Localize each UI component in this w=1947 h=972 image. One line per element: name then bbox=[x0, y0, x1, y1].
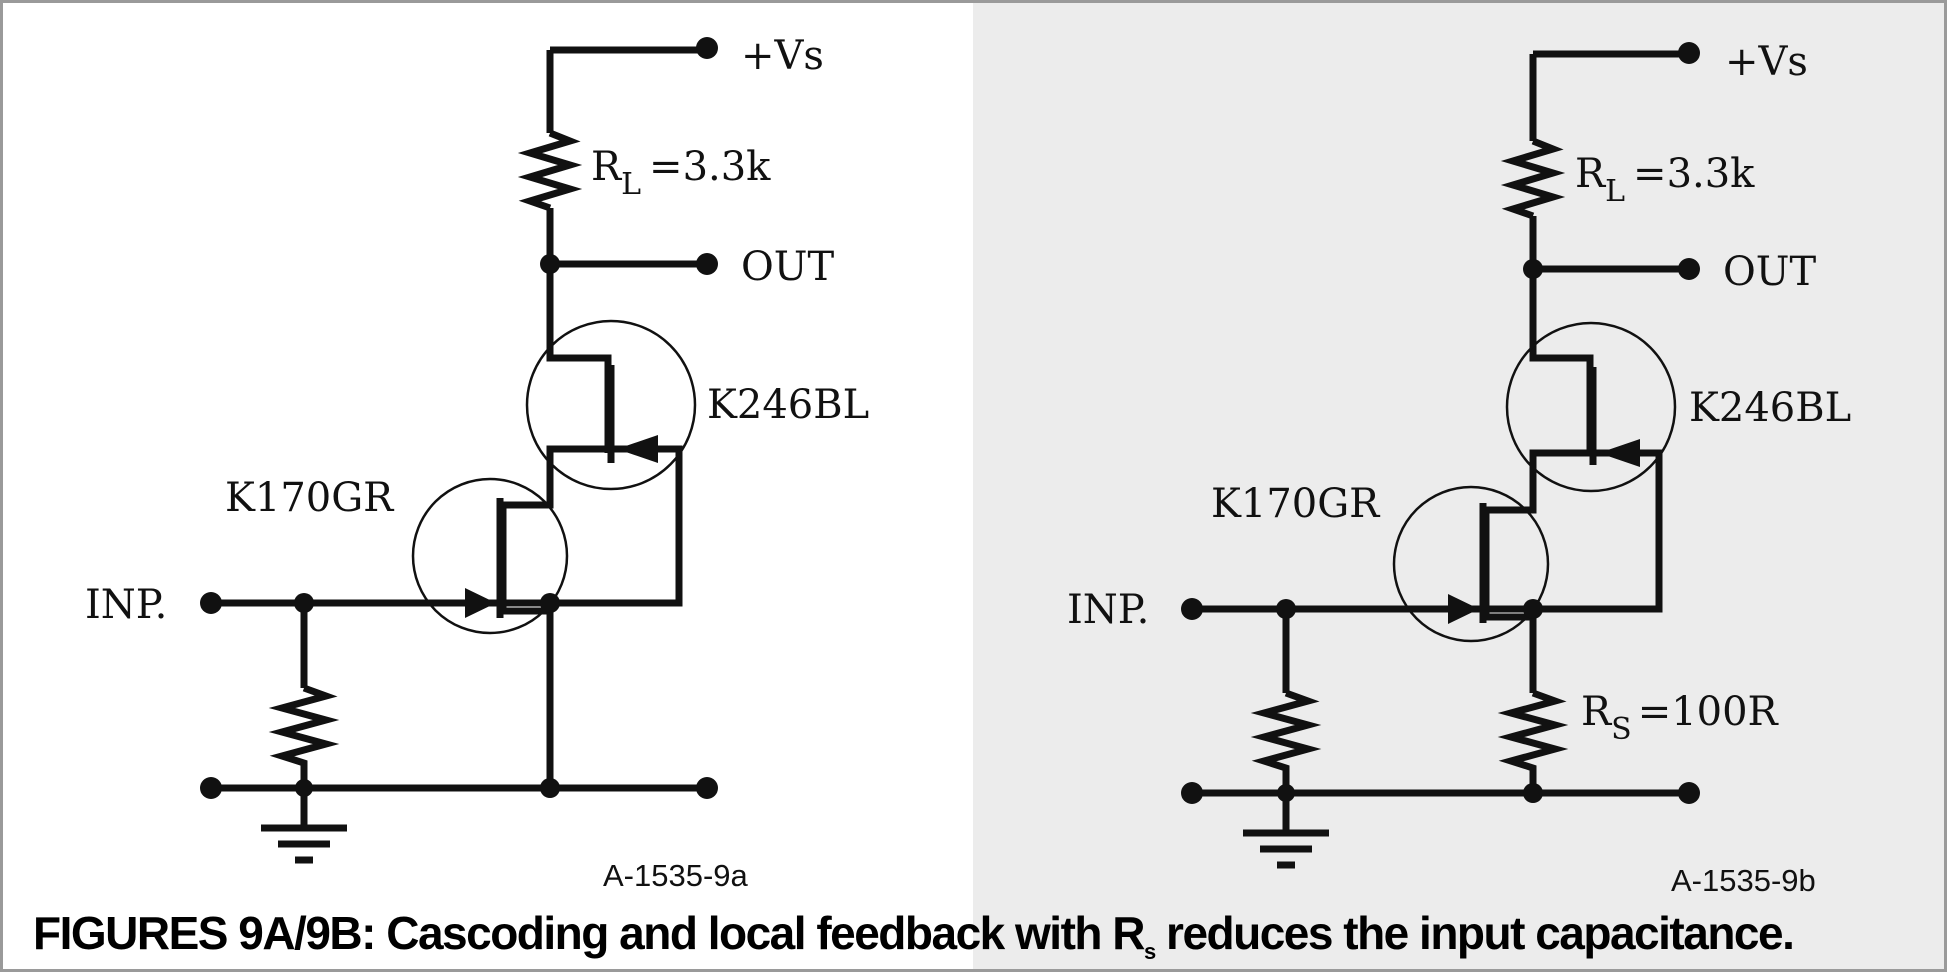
k246bl-gate-arrow-9a bbox=[617, 435, 658, 463]
k246bl-label-9a: K246BL bbox=[707, 382, 869, 428]
k246bl-source-loop-9b bbox=[1529, 449, 1663, 613]
input-terminal-9b bbox=[1181, 598, 1203, 620]
ground-right-terminal-9b bbox=[1678, 782, 1700, 804]
gate-resistor-9a bbox=[268, 684, 340, 788]
schematic-9a: +Vs RL=3.3k OUT K246BL K170GR INP. A-153… bbox=[85, 33, 869, 893]
output-terminal-9b bbox=[1678, 258, 1700, 280]
ground-junction-right-9b bbox=[1523, 783, 1543, 803]
ground-left-terminal-9b bbox=[1181, 782, 1203, 804]
figure-code-9b: A-1535-9b bbox=[1671, 863, 1816, 898]
gate-resistor-9b bbox=[1250, 689, 1322, 793]
figure-caption: FIGURES 9A/9B: Cascoding and local feedb… bbox=[33, 907, 1793, 964]
k170gr-label-9b: K170GR bbox=[1211, 481, 1381, 527]
input-label-9b: INP. bbox=[1067, 587, 1149, 633]
k246bl-gate-arrow-9b bbox=[1599, 439, 1640, 467]
output-terminal-9a bbox=[696, 253, 718, 275]
k246bl-source-loop-9a bbox=[546, 445, 683, 607]
load-resistor-9b bbox=[1500, 137, 1566, 220]
k246bl-label-9b: K246BL bbox=[1689, 385, 1851, 431]
output-junction-9b bbox=[1523, 259, 1543, 279]
ground-icon bbox=[1243, 829, 1329, 869]
input-label-9a: INP. bbox=[85, 582, 167, 628]
ground-left-terminal-9a bbox=[200, 777, 222, 799]
ground-junction-right-9a bbox=[540, 778, 560, 798]
supply-terminal-9b bbox=[1678, 42, 1700, 64]
k246bl-body-9a bbox=[525, 319, 697, 491]
ground-right-terminal-9a bbox=[696, 777, 718, 799]
k246bl-drain-9b bbox=[1529, 354, 1594, 455]
figure-9b-background bbox=[973, 3, 1944, 969]
load-resistor-label-9b: RL=3.3k bbox=[1575, 151, 1755, 209]
output-junction-9a bbox=[540, 254, 560, 274]
output-label-9a: OUT bbox=[741, 244, 835, 290]
source-junction-9a bbox=[540, 593, 560, 613]
source-resistor-label-9b: RS=100R bbox=[1581, 689, 1780, 747]
ground-icon bbox=[261, 824, 347, 864]
k246bl-body-9b bbox=[1505, 321, 1677, 493]
k170gr-body-9a bbox=[411, 477, 569, 635]
input-terminal-9a bbox=[200, 592, 222, 614]
source-resistor-9b bbox=[1497, 689, 1569, 793]
k170gr-drain-source-9a bbox=[499, 501, 554, 788]
k170gr-drain-source-9b bbox=[1482, 506, 1537, 693]
schematic-canvas: +Vs RL=3.3k OUT K246BL K170GR INP. A-153… bbox=[33, 33, 1851, 964]
k170gr-label-9a: K170GR bbox=[225, 475, 395, 521]
k170gr-gate-arrow-9a bbox=[465, 588, 496, 618]
k170gr-body-9b bbox=[1392, 485, 1550, 643]
schematic-9b: +Vs RL=3.3k OUT K246BL K170GR INP. RS=10… bbox=[1067, 39, 1851, 898]
supply-terminal-9a bbox=[696, 37, 718, 59]
k170gr-gate-arrow-9b bbox=[1448, 594, 1479, 624]
load-resistor-9a bbox=[517, 129, 583, 212]
supply-label-9b: +Vs bbox=[1725, 39, 1808, 85]
figure-code-9a: A-1535-9a bbox=[603, 858, 749, 893]
source-junction-9b bbox=[1523, 599, 1543, 619]
load-resistor-label-9a: RL=3.3k bbox=[591, 144, 771, 202]
output-label-9b: OUT bbox=[1723, 249, 1817, 295]
supply-label-9a: +Vs bbox=[741, 33, 824, 79]
k246bl-drain-9a bbox=[546, 350, 612, 453]
